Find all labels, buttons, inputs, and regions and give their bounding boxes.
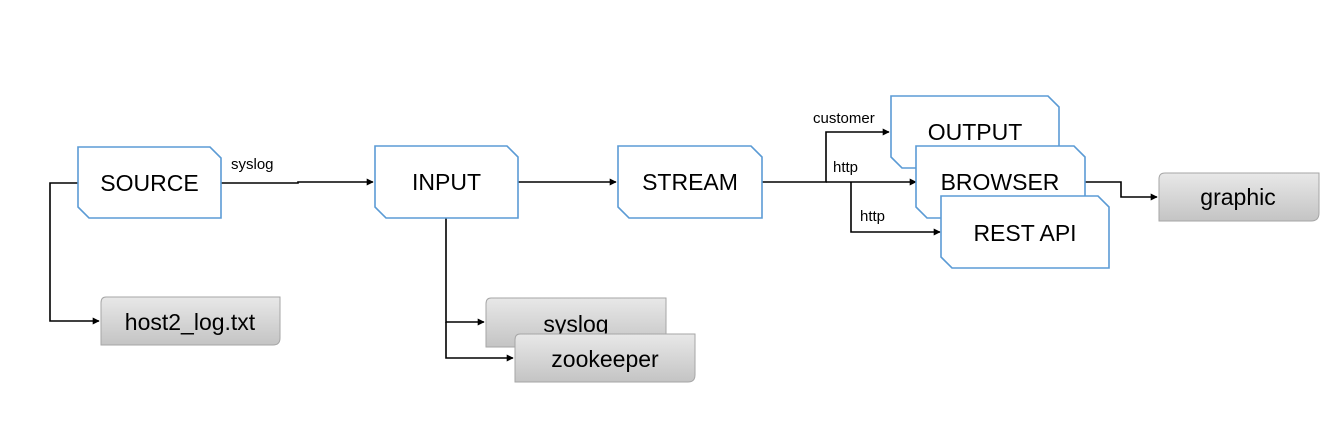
edge-label-source-to-input: syslog: [231, 156, 274, 173]
edge-label-stream-to-browser: http: [833, 159, 858, 176]
node-stream: STREAM: [617, 145, 763, 219]
edge-label-stream-to-output: customer: [813, 110, 875, 127]
edge-source-to-host-log: [49, 182, 100, 325]
node-input-shape: [374, 145, 519, 219]
node-host-log-shape: [100, 296, 281, 346]
node-stream-label: STREAM: [642, 169, 738, 195]
node-rest-api-shape: [940, 195, 1110, 269]
node-host-log: host2_log.txt: [100, 296, 281, 346]
node-zookeeper: zookeeper: [514, 333, 696, 383]
edge-source-to-input: [221, 178, 374, 186]
node-graphic: graphic: [1158, 172, 1320, 222]
node-rest-api-label: REST API: [973, 220, 1076, 246]
node-input-label: INPUT: [412, 169, 481, 195]
node-stream-shape: [617, 145, 763, 219]
node-zookeeper-label: zookeeper: [551, 346, 659, 372]
node-output-label: OUTPUT: [928, 119, 1023, 145]
edge-input-to-syslog: [445, 218, 485, 326]
node-syslog-label: syslog: [543, 311, 608, 337]
edge-browser-to-graphic: [1085, 181, 1158, 201]
edge-stream-to-output: [762, 128, 890, 183]
edge-label-stream-to-rest-api: http: [860, 208, 885, 225]
edges: [49, 128, 1158, 362]
node-rest-api: REST API: [940, 195, 1110, 269]
node-input: INPUT: [374, 145, 519, 219]
node-graphic-shape: [1158, 172, 1320, 222]
edge-stream-to-rest-api: [850, 182, 941, 236]
edge-input-to-zookeeper: [445, 322, 514, 362]
node-browser-label: BROWSER: [941, 169, 1060, 195]
node-graphic-label: graphic: [1200, 184, 1275, 210]
node-source-label: SOURCE: [100, 170, 198, 196]
node-source: SOURCE: [77, 146, 222, 219]
node-host-log-label: host2_log.txt: [125, 309, 256, 335]
node-zookeeper-shape: [514, 333, 696, 383]
node-source-shape: [77, 146, 222, 219]
